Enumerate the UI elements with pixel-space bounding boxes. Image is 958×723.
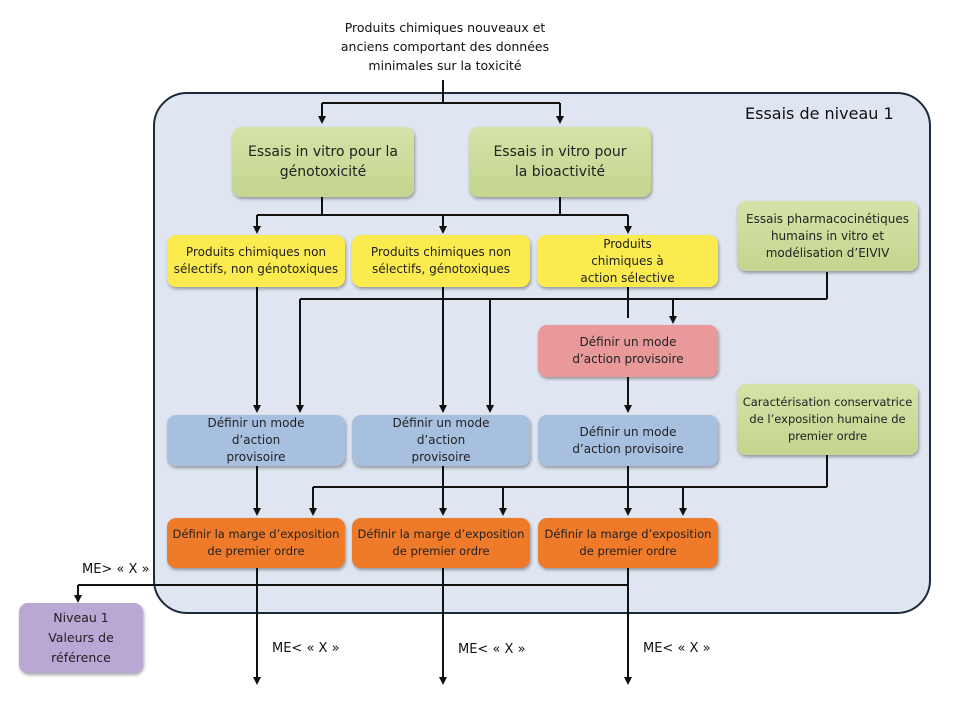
node-moa-2: Définir un mode d’action provisoire <box>352 415 530 466</box>
node-moa-1: Définir un mode d’action provisoire <box>167 415 345 466</box>
arrowhead <box>486 405 494 413</box>
label-me-less-1: ME< « X » <box>272 641 340 656</box>
arrowhead <box>439 226 447 234</box>
node-reference-values: Niveau 1 Valeurs de référence <box>19 603 143 673</box>
arrowhead <box>439 508 447 516</box>
node-bioactivity-tests: Essais in vitro pour la bioactivité <box>469 127 651 197</box>
node-nonselective-nongenotoxic: Produits chimiques non sélectifs, non gé… <box>167 235 345 287</box>
node-exposure-characterization: Caractérisation conservatrice de l’expos… <box>737 384 918 455</box>
label-me-less-3: ME< « X » <box>643 641 711 656</box>
input-line: minimales sur la toxicité <box>368 58 522 73</box>
node-moa-3: Définir un mode d’action provisoire <box>538 415 718 466</box>
node-moa-selective: Définir un mode d’action provisoire <box>538 325 718 377</box>
arrowhead <box>669 316 677 324</box>
arrowhead <box>439 677 447 685</box>
arrowheads <box>74 116 687 685</box>
node-moe-2: Définir la marge d’exposition de premier… <box>352 518 530 568</box>
arrowhead <box>253 405 261 413</box>
node-nonselective-genotoxic: Produits chimiques non sélectifs, génoto… <box>352 235 530 287</box>
node-selective-action: Produits chimiques à action sélective <box>537 235 718 287</box>
input-line: anciens comportant des données <box>340 39 550 54</box>
arrowhead <box>679 508 687 516</box>
arrowhead <box>318 116 326 124</box>
frame-title: Essais de niveau 1 <box>745 104 894 123</box>
arrowhead <box>624 405 632 413</box>
node-moe-3: Définir la marge d’exposition de premier… <box>538 518 718 568</box>
node-moe-1: Définir la marge d’exposition de premier… <box>167 518 345 568</box>
arrowhead <box>253 677 261 685</box>
arrowhead <box>253 508 261 516</box>
arrowhead <box>499 508 507 516</box>
input-chemicals-text: Produits chimiques nouveaux et anciens c… <box>320 18 570 75</box>
arrowhead <box>253 226 261 234</box>
arrowhead <box>556 116 564 124</box>
arrowhead <box>624 677 632 685</box>
label-me-less-2: ME< « X » <box>458 642 526 657</box>
arrowhead <box>74 595 82 603</box>
node-pk-tests: Essais pharmacocinétiques humains in vit… <box>737 201 918 271</box>
arrowhead <box>309 508 317 516</box>
arrowhead <box>624 508 632 516</box>
arrowhead <box>624 226 632 234</box>
label-me-greater: ME> « X » <box>82 562 150 577</box>
arrowhead <box>439 405 447 413</box>
node-genotoxicity-tests: Essais in vitro pour la génotoxicité <box>232 127 414 197</box>
arrowhead <box>296 405 304 413</box>
input-line: Produits chimiques nouveaux et <box>344 20 546 35</box>
